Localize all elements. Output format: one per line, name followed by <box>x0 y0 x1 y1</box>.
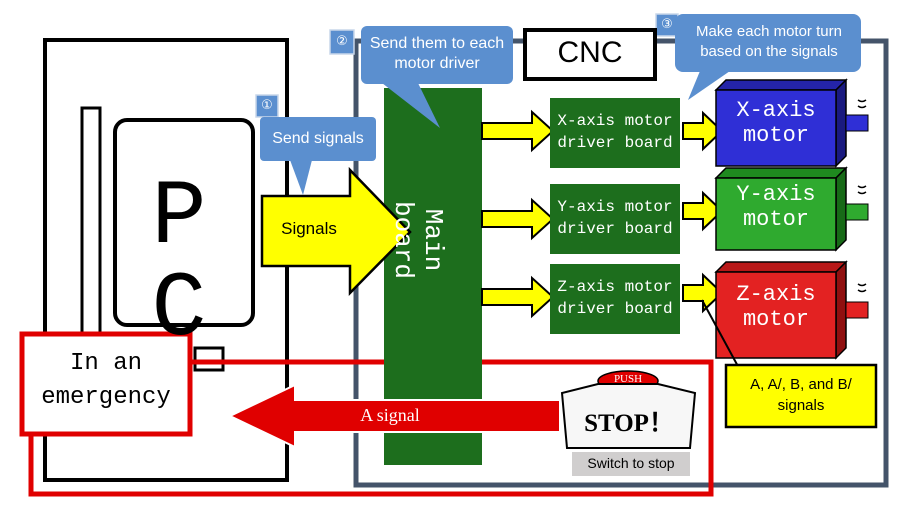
pc-slot <box>80 106 102 360</box>
signal-note-pointer <box>701 299 741 371</box>
pc-label: P C <box>151 165 217 362</box>
motor-y-line2: motor <box>742 207 809 233</box>
motor-z-label: Z-axis motor <box>716 282 836 333</box>
callout-2-text: Send them to each motor driver <box>369 35 505 72</box>
driver-y-line1: Y-axis motor <box>557 198 673 216</box>
signals-arrow-label: Signals <box>281 219 337 238</box>
arrow-main-to-x <box>481 109 555 153</box>
motor-x-label: X-axis motor <box>716 98 836 149</box>
motor-x-shape <box>714 78 869 168</box>
emergency-text: In an emergency <box>41 350 171 411</box>
driver-z-label: Z-axis motor driver board <box>550 276 680 320</box>
callout-3-number: ③ <box>661 17 673 32</box>
arrow-driver-to-y <box>682 190 724 232</box>
signals-arrow-shape <box>260 166 412 297</box>
driver-board-y <box>550 184 680 254</box>
cnc-label-box <box>523 28 657 81</box>
motor-x-line2: motor <box>742 123 809 149</box>
signal-note-box <box>724 363 878 429</box>
driver-board-z <box>550 264 680 334</box>
stop-caption: Switch to stop <box>587 455 675 471</box>
motor-y-line1: Y-axis <box>736 182 816 207</box>
callout-3-shape <box>655 13 861 100</box>
driver-x-label: X-axis motor driver board <box>550 110 680 154</box>
driver-x-line1: X-axis motor <box>557 112 673 130</box>
driver-z-line2: driver board <box>557 300 673 318</box>
arrow-driver-to-z <box>682 272 724 314</box>
signal-note-text: A, A/, B, and B/ signals <box>750 376 852 414</box>
red-arrow-label: A signal <box>360 405 420 425</box>
motor-z-line2: motor <box>742 307 809 333</box>
driver-z-line1: Z-axis motor <box>557 278 673 296</box>
motor-y-shape <box>714 166 869 252</box>
stop-label[interactable]: STOP！ <box>584 410 674 437</box>
motor-z-line1: Z-axis <box>736 282 816 307</box>
emergency-box <box>19 331 193 437</box>
push-label: PUSH <box>613 373 643 385</box>
pc-screen <box>113 118 255 327</box>
main-board-label: Main board <box>388 200 448 279</box>
motor-z-shape <box>714 260 869 360</box>
callout-1-number: ① <box>261 98 273 113</box>
stop-button-shape <box>560 370 697 476</box>
arrow-driver-to-x <box>682 110 724 152</box>
cnc-label: CNC <box>557 36 623 69</box>
driver-y-line2: driver board <box>557 220 673 238</box>
arrow-main-to-y <box>481 197 555 241</box>
driver-y-label: Y-axis motor driver board <box>550 196 680 240</box>
callout-3-text: Make each motor turn based on the signal… <box>696 23 842 60</box>
callout-2-shape <box>329 26 513 128</box>
vibration-marks <box>857 99 867 293</box>
driver-x-line2: driver board <box>557 134 673 152</box>
red-arrow-shape <box>227 383 561 449</box>
driver-board-x <box>550 98 680 168</box>
callout-1-text: Send signals <box>272 130 364 147</box>
arrow-main-to-z <box>481 275 555 319</box>
motor-x-line1: X-axis <box>736 98 816 123</box>
callout-1-shape <box>255 94 376 195</box>
callout-2-number: ② <box>336 34 348 49</box>
motor-y-label: Y-axis motor <box>716 182 836 233</box>
